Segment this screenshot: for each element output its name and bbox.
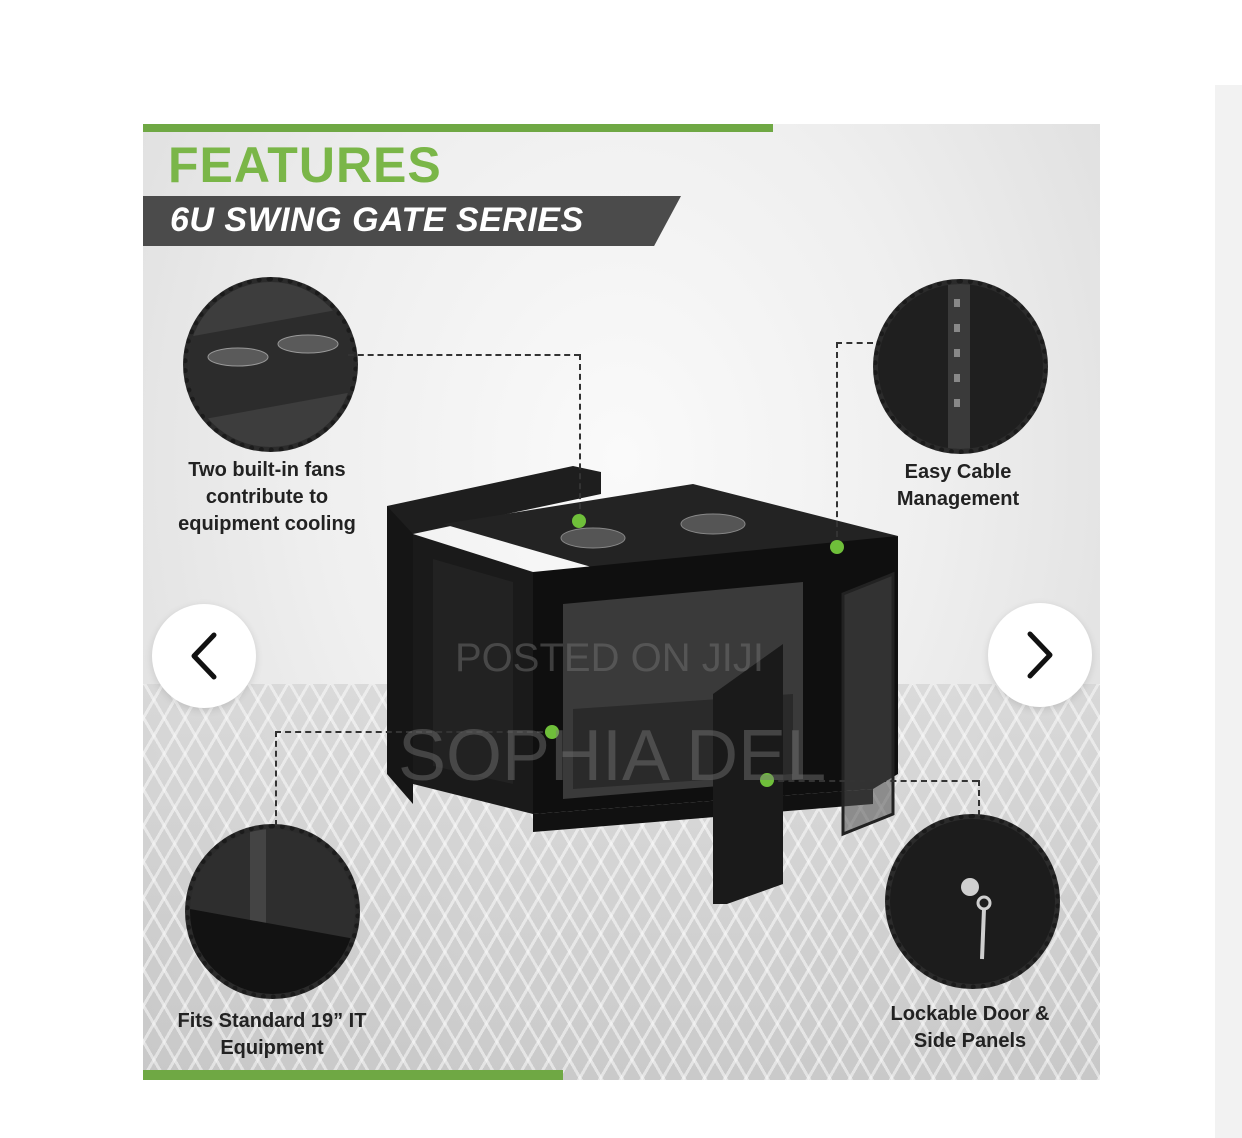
fan-detail-icon [188, 282, 353, 447]
series-banner: 6U SWING GATE SERIES [143, 196, 681, 246]
gallery-slide-image: FEATURES 6U SWING GATE SERIES [143, 124, 1100, 1080]
leader-line [836, 342, 873, 344]
caption-line: Side Panels [913, 1030, 1027, 1052]
leader-line [978, 780, 980, 816]
caption-line: Easy Cable [904, 461, 1012, 483]
rack-detail-callout [185, 824, 360, 999]
features-title: FEATURES [168, 137, 442, 193]
feature-marker-dot [830, 540, 844, 554]
feature-caption-rack: Fits Standard 19” IT Equipment [153, 1008, 391, 1062]
caption-line: Management [896, 488, 1020, 510]
caption-line: Lockable Door & [890, 1003, 1050, 1025]
cable-detail-callout [873, 279, 1048, 454]
feature-marker-dot [545, 725, 559, 739]
caption-line: Two built-in fans [188, 459, 346, 481]
feature-caption-fans: Two built-in fans contribute to equipmen… [151, 457, 383, 538]
caption-line: Equipment [220, 1037, 324, 1059]
leader-line [768, 780, 978, 782]
caption-line: equipment cooling [178, 513, 356, 535]
feature-marker-dot [572, 514, 586, 528]
network-cabinet-illustration [387, 466, 898, 904]
leader-line [579, 354, 581, 519]
feature-marker-dot [760, 773, 774, 787]
caption-line: Fits Standard 19” IT [177, 1010, 367, 1032]
chevron-left-icon [191, 632, 217, 680]
watermark-posted: POSTED ON JIJI [455, 636, 764, 680]
rack-base-detail-icon [190, 829, 355, 994]
leader-line [836, 342, 838, 547]
watermark-seller: SOPHIA DEL [398, 716, 827, 796]
feature-caption-cable: Easy Cable Management [863, 459, 1053, 513]
series-title: 6U SWING GATE SERIES [170, 201, 584, 239]
fans-detail-callout [183, 277, 358, 452]
bottom-accent-bar [143, 1070, 563, 1080]
lock-key-detail-icon [890, 819, 1055, 984]
top-accent-bar [143, 124, 773, 132]
leader-line [348, 354, 580, 356]
cable-rail-detail-icon [878, 284, 1043, 449]
feature-caption-lock: Lockable Door & Side Panels [873, 1001, 1067, 1055]
prev-slide-button[interactable] [152, 604, 256, 708]
leader-line [275, 731, 277, 826]
chevron-right-icon [1027, 631, 1053, 679]
page-side-strip [1215, 85, 1242, 1138]
leader-line [275, 731, 553, 733]
lock-detail-callout [885, 814, 1060, 989]
next-slide-button[interactable] [988, 603, 1092, 707]
caption-line: contribute to [205, 486, 329, 508]
